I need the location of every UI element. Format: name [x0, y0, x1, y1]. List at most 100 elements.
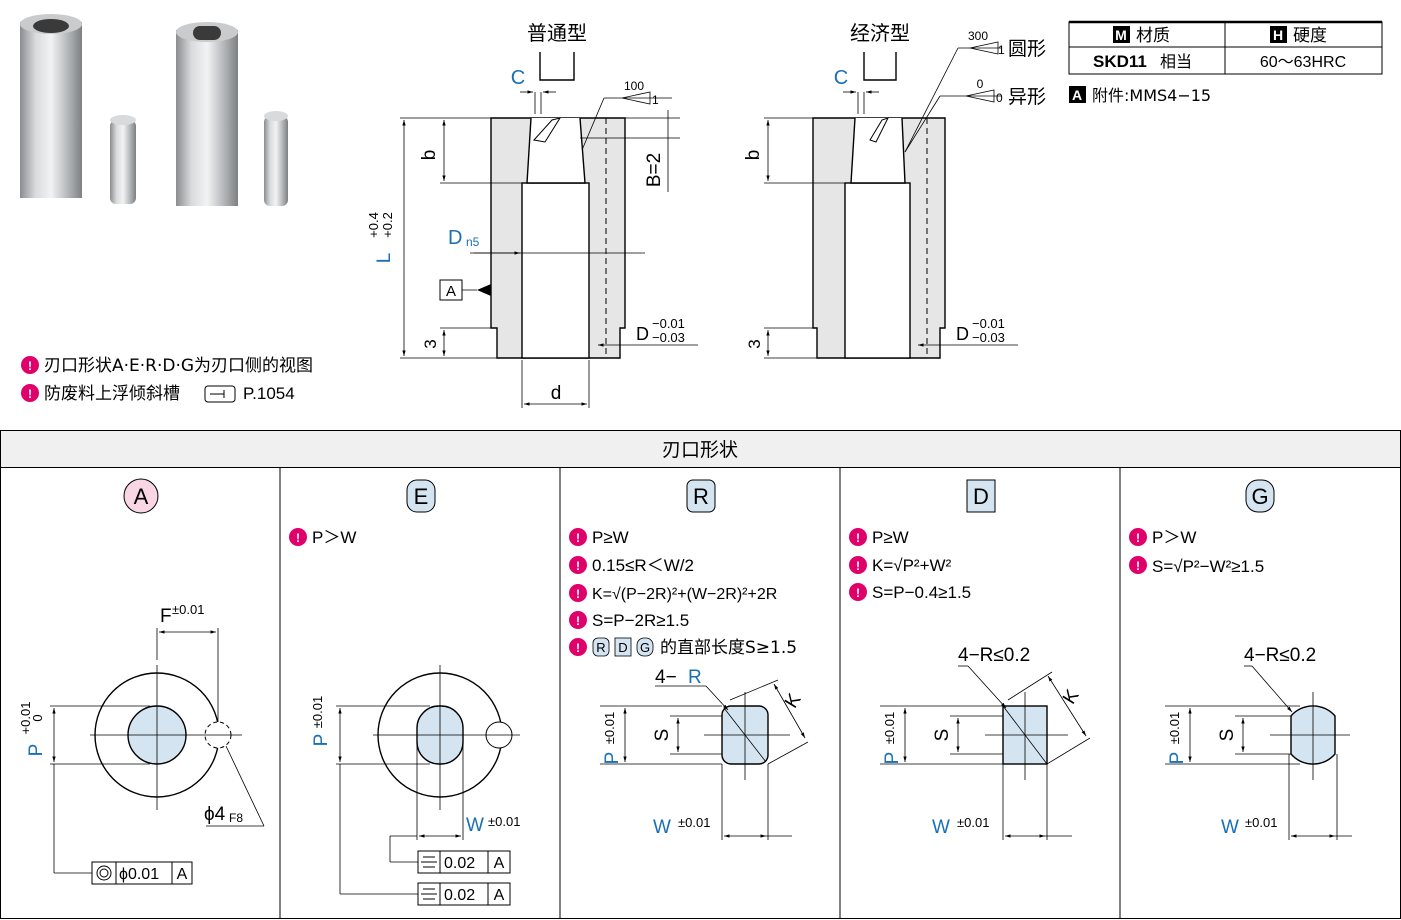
- shape-R-P: P: [602, 752, 623, 765]
- shape-D-K: K: [1059, 686, 1084, 708]
- shape-E-cond: P＞W: [312, 528, 356, 547]
- svg-text:!: !: [1136, 559, 1140, 573]
- shape-G-cond-1: P＞W: [1152, 528, 1196, 547]
- type-economy-title: 经济型: [850, 21, 910, 45]
- shape-E-tol-ref-2: A: [494, 887, 505, 904]
- material-header: 材质: [1136, 26, 1170, 46]
- shape-D-cond-2: K=√P²+W²: [872, 556, 952, 575]
- shape-G-4R: 4−R≤0.2: [1244, 645, 1316, 666]
- svg-text:!: !: [856, 586, 860, 600]
- svg-text:!: !: [576, 641, 580, 655]
- badge-E: E: [406, 479, 436, 513]
- shape-E-P: P: [311, 734, 332, 747]
- taper-ratio-100: 100: [624, 79, 644, 93]
- dim-L-tol-lower: +0.2: [380, 212, 395, 238]
- dim-D-normal: D: [636, 324, 649, 344]
- shape-R-cond-letter-D: D: [618, 640, 627, 655]
- economy-type-drawing: [764, 41, 1018, 359]
- shape-D-W: W: [932, 817, 950, 838]
- shape-D-P: P: [882, 752, 903, 765]
- svg-text:!: !: [856, 531, 860, 545]
- svg-text:!: !: [576, 531, 580, 545]
- accessory-icon: A: [1072, 87, 1082, 103]
- shape-R-cond-5: 的直部长度S≥1.5: [660, 638, 797, 658]
- shape-A-drawing: [50, 628, 265, 885]
- material-table: [1068, 20, 1383, 103]
- shape-G-S: S: [1217, 729, 1238, 742]
- shape-E-W-tol: ±0.01: [488, 814, 520, 829]
- shape-R-W: W: [653, 817, 671, 838]
- hardness-value: 60～63HRC: [1260, 54, 1346, 71]
- dim-3-economy: 3: [745, 339, 764, 348]
- svg-text:!: !: [576, 614, 580, 628]
- shape-R-W-tol: ±0.01: [678, 815, 710, 830]
- note-text-2: 防废料上浮倾斜槽: [44, 384, 180, 404]
- shape-D-W-tol: ±0.01: [957, 815, 989, 830]
- odd-label: 异形: [1008, 86, 1046, 108]
- shape-E-bullet: !: [289, 528, 307, 546]
- taper-ratio-0-odd: 0: [996, 91, 1003, 105]
- shape-A-tol-ref: A: [177, 866, 188, 883]
- svg-text:!: !: [1136, 531, 1140, 545]
- dim-D-tol-upper-normal: −0.01: [652, 316, 685, 331]
- shape-R-drawing: [600, 679, 809, 840]
- shape-G-W-tol: ±0.01: [1245, 815, 1277, 830]
- shape-R-4R-R: R: [688, 667, 702, 688]
- dim-3-normal: 3: [421, 339, 440, 348]
- shape-R-bullets: ! ! ! ! !: [569, 528, 654, 657]
- taper-ratio-1-round: 1: [998, 43, 1005, 57]
- badge-G: G: [1245, 479, 1275, 513]
- svg-text:!: !: [28, 359, 32, 373]
- taper-ratio-0: 0: [977, 77, 984, 91]
- svg-text:!: !: [28, 387, 32, 401]
- hardness-header: 硬度: [1293, 26, 1327, 46]
- badge-R: R: [686, 479, 716, 513]
- badge-D-letter: D: [973, 484, 989, 509]
- symmetry-icon: [421, 856, 437, 868]
- shape-R-cond-letter-R: R: [596, 640, 605, 655]
- datum-A-box-label: A: [446, 283, 456, 300]
- dim-b-economy: b: [743, 150, 764, 161]
- dim-L-tol-upper: +0.4: [366, 212, 381, 238]
- shape-E-drawing: [336, 665, 520, 906]
- accessory-text: 附件:MMS4−15: [1092, 86, 1211, 105]
- shape-A-phi4: ϕ4: [204, 804, 226, 825]
- badge-A-letter: A: [134, 484, 149, 509]
- product-photo: [20, 14, 288, 206]
- shape-E-tol-value-2: 0.02: [444, 887, 475, 904]
- note-text-1: 刃口形状A·E·R·D·G为刃口侧的视图: [44, 356, 313, 376]
- shape-R-cond-4: S=P−2R≥1.5: [592, 611, 689, 630]
- normal-type-drawing: [400, 52, 698, 408]
- hardness-icon: H: [1273, 27, 1283, 43]
- dim-b-normal: b: [419, 150, 440, 161]
- shape-R-cond-1: P≥W: [592, 528, 629, 547]
- shape-G-cond-2: S=√P²−W²≥1.5: [1152, 557, 1264, 576]
- shape-R-S: S: [652, 729, 673, 742]
- shape-E-tol-value-1: 0.02: [444, 855, 475, 872]
- shape-R-K: K: [781, 690, 806, 712]
- dim-D-tol-lower-economy: −0.03: [972, 330, 1005, 345]
- section-header: [0, 430, 1401, 468]
- note-ref[interactable]: P.1054: [243, 384, 295, 403]
- dim-C-normal: C: [511, 67, 525, 89]
- shape-G-bullets: ! !: [1129, 528, 1147, 574]
- shape-R-cond-3: K=√(P−2R)²+(W−2R)²+2R: [592, 586, 777, 603]
- shape-D-drawing: [880, 665, 1091, 840]
- shape-A-P-tol-lower: 0: [30, 714, 45, 721]
- dim-D-tol-upper-economy: −0.01: [972, 316, 1005, 331]
- shape-grid: [0, 467, 1401, 919]
- svg-text:!: !: [576, 559, 580, 573]
- dim-D-economy: D: [956, 324, 969, 344]
- shape-A-P: P: [26, 744, 47, 757]
- shape-D-cond-3: S=P−0.4≥1.5: [872, 583, 971, 602]
- shape-G-P: P: [1167, 752, 1188, 765]
- dim-D-tol-lower-normal: −0.03: [652, 330, 685, 345]
- badge-R-letter: R: [693, 484, 709, 509]
- note-1: ! 刃口形状A·E·R·D·G为刃口侧的视图: [21, 356, 313, 376]
- concentricity-icon: [96, 865, 112, 881]
- svg-text:!: !: [576, 587, 580, 601]
- symmetry-icon: [421, 888, 437, 900]
- shape-R-P-tol: ±0.01: [602, 712, 617, 744]
- shape-E-W: W: [466, 815, 484, 836]
- badge-G-letter: G: [1251, 484, 1268, 509]
